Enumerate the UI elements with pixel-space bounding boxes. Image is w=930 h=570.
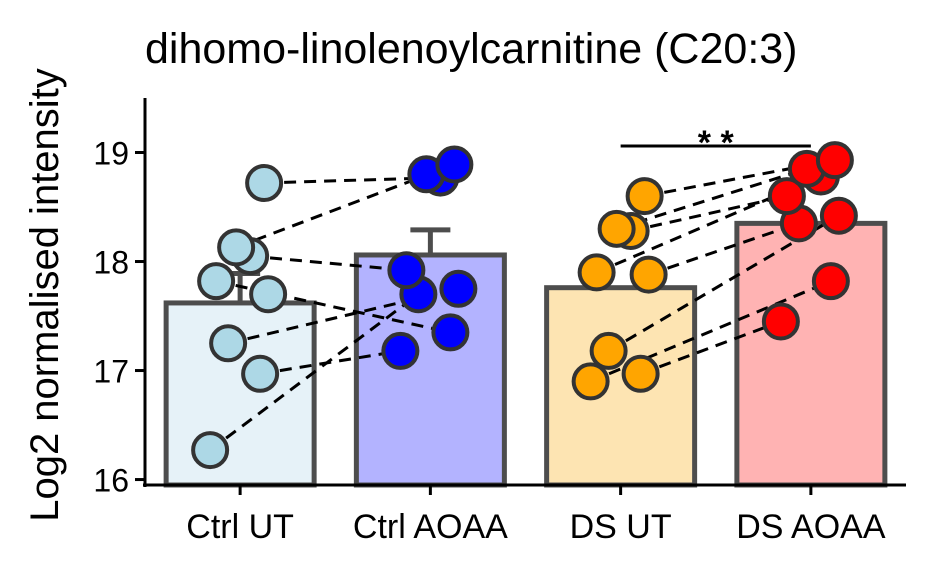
bar bbox=[544, 285, 698, 488]
x-tick-label: Ctrl AOAA bbox=[353, 508, 508, 546]
data-point bbox=[249, 275, 288, 314]
chart-title: dihomo-linolenoylcarnitine (C20:3) bbox=[145, 25, 798, 73]
data-point bbox=[431, 313, 470, 352]
data-point bbox=[577, 253, 616, 292]
data-point bbox=[435, 145, 474, 184]
data-point bbox=[217, 228, 256, 267]
data-point bbox=[761, 302, 800, 341]
data-point bbox=[589, 331, 628, 370]
x-tick-label: DS AOAA bbox=[736, 508, 886, 546]
significance-bracket: * * bbox=[620, 124, 811, 162]
data-point bbox=[197, 262, 236, 301]
data-point bbox=[439, 269, 478, 308]
y-axis-label: Log2 normalised intensity bbox=[23, 68, 67, 522]
x-tick-label: DS UT bbox=[570, 508, 672, 546]
pair-line bbox=[648, 221, 800, 277]
pair-line bbox=[640, 320, 782, 376]
y-tick-label: 17 bbox=[93, 354, 129, 390]
data-point bbox=[381, 331, 420, 370]
pair-line bbox=[630, 194, 788, 233]
pair-line bbox=[616, 167, 808, 231]
data-point bbox=[621, 354, 660, 393]
significance-label: * * bbox=[698, 124, 735, 162]
data-point bbox=[209, 324, 248, 363]
x-tick-label: Ctrl UT bbox=[186, 508, 294, 546]
y-tick-label: 19 bbox=[93, 136, 129, 172]
data-point bbox=[767, 177, 806, 216]
pair-line bbox=[249, 254, 407, 272]
pair-line bbox=[209, 293, 420, 452]
data-point bbox=[387, 251, 426, 290]
bars bbox=[163, 220, 888, 488]
data-point bbox=[625, 177, 664, 216]
bar bbox=[734, 220, 888, 488]
pair-line bbox=[259, 349, 401, 376]
data-point bbox=[597, 209, 636, 248]
data-point bbox=[815, 141, 854, 180]
data-point bbox=[571, 362, 610, 401]
data-point bbox=[245, 164, 284, 203]
y-tick-label: 18 bbox=[93, 245, 129, 281]
y-tick-label: 16 bbox=[93, 463, 129, 499]
data-points bbox=[191, 141, 858, 470]
data-point bbox=[819, 196, 858, 235]
data-point bbox=[191, 431, 230, 470]
data-point bbox=[629, 255, 668, 294]
data-point bbox=[241, 354, 280, 393]
data-point bbox=[811, 262, 850, 301]
